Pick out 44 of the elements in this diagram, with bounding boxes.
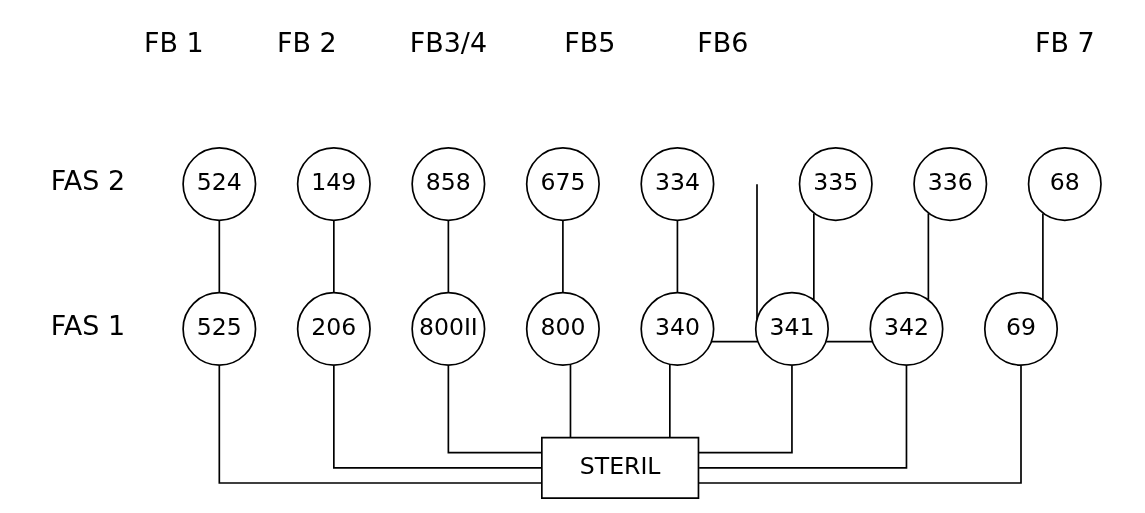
connector	[710, 340, 758, 343]
node-circle: 341	[754, 291, 829, 366]
node-circle: 525	[181, 291, 256, 366]
node-circle: 675	[525, 147, 600, 222]
node-circle: 334	[639, 147, 714, 222]
node-box: STERIL	[540, 436, 699, 499]
connector	[447, 364, 543, 454]
label: FB 7	[1034, 26, 1095, 58]
connector	[218, 219, 220, 294]
node-circle: 335	[798, 147, 873, 222]
connector	[332, 364, 542, 469]
node-circle: 68	[1027, 147, 1102, 222]
connector	[668, 363, 671, 439]
connector	[812, 212, 815, 301]
label: FAS 2	[50, 165, 125, 197]
node-circle: 69	[983, 291, 1058, 366]
connector	[561, 219, 564, 294]
connector	[1041, 212, 1044, 301]
label: FB 1	[143, 26, 204, 58]
node-circle: 336	[912, 147, 987, 222]
node-circle: 206	[296, 291, 371, 366]
connector	[697, 364, 1022, 484]
connector	[569, 363, 571, 439]
connector	[927, 212, 929, 301]
connector	[697, 364, 793, 454]
node-circle: 800	[525, 291, 600, 366]
node-circle: 858	[410, 147, 485, 222]
connector	[447, 219, 449, 294]
label: FB3/4	[409, 26, 487, 58]
label: FB5	[563, 26, 615, 58]
connector	[824, 340, 873, 343]
node-circle: 149	[296, 147, 371, 222]
connector	[332, 219, 335, 294]
connector	[697, 364, 907, 469]
connector	[676, 219, 678, 294]
connector	[755, 183, 758, 321]
node-circle: 800II	[410, 291, 485, 366]
connector	[218, 364, 542, 484]
label: FAS 1	[50, 310, 125, 342]
label: FB 2	[276, 26, 337, 58]
node-circle: 342	[868, 291, 943, 366]
node-circle: 340	[639, 291, 714, 366]
node-circle: 524	[181, 147, 256, 222]
label: FB6	[696, 26, 748, 58]
